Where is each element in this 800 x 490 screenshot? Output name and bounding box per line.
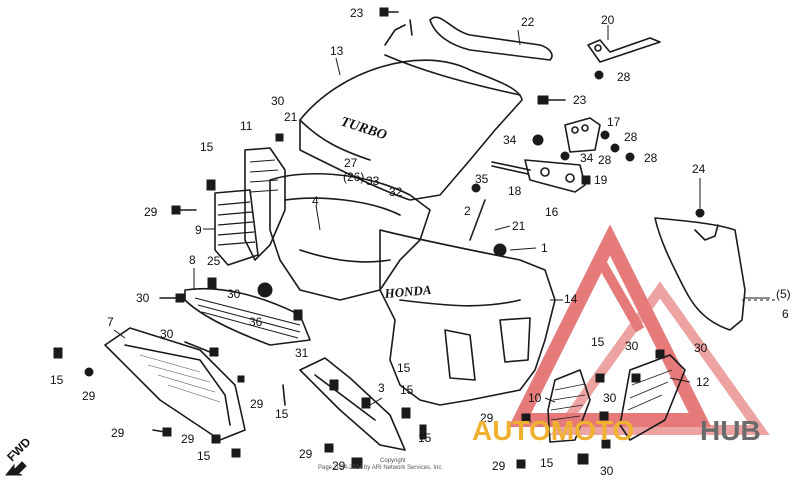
watermark-brand-right: HUB [700, 415, 761, 446]
callout-15: 15 [200, 140, 214, 154]
watermark-logo [508, 224, 770, 435]
copyright-line-2: Page 2004-2014 by ARI Network Services, … [318, 465, 443, 471]
watermark-brand-left: AUTOMOTO [472, 415, 634, 446]
callout-29: 29 [181, 432, 195, 446]
callout-29: 29 [299, 447, 313, 461]
callout-2: 2 [464, 204, 471, 218]
callout-30: 30 [603, 391, 617, 405]
callout-33: 33 [366, 174, 380, 188]
callout-7: 7 [107, 315, 114, 329]
part-19-bracket [524, 159, 586, 193]
callout-19: 19 [594, 173, 608, 187]
callout-30: 30 [160, 327, 174, 341]
callout-15: 15 [418, 431, 432, 445]
copyright-line-1: Copyright [380, 458, 406, 464]
callout-13: 13 [330, 44, 344, 58]
part-17-bracket [564, 117, 601, 153]
callout-35: 35 [475, 172, 489, 186]
callout-29: 29 [492, 459, 506, 473]
callout-15: 15 [50, 373, 64, 387]
part-18-rod [491, 161, 531, 175]
callout-15: 15 [540, 456, 554, 470]
part-4-inner-frame [269, 172, 431, 301]
part-13-upper-cowl: TURBO [299, 54, 523, 201]
callout-24: 24 [692, 162, 706, 176]
callout-10: 10 [528, 391, 542, 405]
callout-22: 22 [521, 15, 535, 29]
watermark-wordmark: AUTOMOTO HUB [472, 415, 761, 446]
hardware-fasteners [53, 7, 705, 469]
leader-lines [113, 25, 770, 406]
callout-20: 20 [601, 13, 615, 27]
callout-3: 3 [378, 381, 385, 395]
fwd-label: FWD [4, 435, 33, 464]
callout-15: 15 [591, 335, 605, 349]
callout-15: 15 [400, 383, 414, 397]
callout-25: 25 [207, 254, 221, 268]
part-7-undercover [104, 327, 246, 441]
honda-brand-label: HONDA [383, 282, 432, 301]
callout-26: (26) [343, 170, 364, 184]
callout-30: 30 [136, 291, 150, 305]
callout-27: 27 [344, 156, 358, 170]
callout-28: 28 [617, 70, 631, 84]
part-10-vent [547, 369, 591, 443]
callout-5: (5) [776, 287, 791, 301]
callout-23: 23 [573, 93, 587, 107]
callout-21: 21 [512, 219, 526, 233]
callout-9: 9 [195, 223, 202, 237]
callout-15: 15 [197, 449, 211, 463]
callout-30: 30 [271, 94, 285, 108]
callout-28: 28 [644, 151, 658, 165]
callout-17: 17 [607, 115, 621, 129]
callout-31: 31 [295, 346, 309, 360]
part-11-side-grille [244, 147, 286, 261]
callout-16: 16 [545, 205, 559, 219]
callout-29: 29 [250, 397, 264, 411]
callout-11: 11 [240, 119, 253, 133]
part-9-louvre [214, 189, 259, 266]
callout-12: 12 [696, 375, 710, 389]
part-22-strip [384, 16, 553, 61]
callout-8: 8 [189, 253, 196, 267]
callout-30: 30 [694, 341, 708, 355]
callout-15: 15 [397, 361, 411, 375]
callout-1: 1 [541, 241, 548, 255]
part-5-side-panel [654, 217, 775, 331]
callout-34: 34 [503, 133, 517, 147]
callout-29: 29 [144, 205, 158, 219]
callout-28: 28 [598, 153, 612, 167]
callout-6: 6 [782, 307, 789, 321]
callout-14: 14 [564, 292, 578, 306]
part-3-lower-panel [299, 357, 406, 451]
callout-4: 4 [312, 194, 319, 208]
part-20-bracket [587, 37, 661, 63]
copyright-notice: Copyright Page 2004-2014 by ARI Network … [318, 458, 443, 471]
callout-29: 29 [332, 459, 346, 473]
part-8-lower-grille [184, 287, 311, 346]
callout-29: 29 [480, 411, 494, 425]
callout-30: 30 [600, 464, 614, 478]
callout-29: 29 [82, 389, 96, 403]
callout-18: 18 [508, 184, 522, 198]
turbo-brand-label: TURBO [339, 115, 389, 144]
callout-21: 21 [284, 110, 298, 124]
callout-numbers: 23 22 20 13 28 23 30 21 17 11 34 28 15 3… [50, 6, 791, 478]
callout-28: 28 [624, 130, 638, 144]
callout-34: 34 [580, 151, 594, 165]
callout-30: 30 [227, 287, 241, 301]
callout-32: 32 [389, 185, 403, 199]
part-14-lower-cowl: HONDA [379, 229, 556, 406]
callout-29: 29 [111, 426, 125, 440]
callout-30: 30 [625, 339, 639, 353]
forward-direction-arrow: FWD [4, 435, 34, 476]
callout-36: 36 [249, 315, 263, 329]
callout-23: 23 [350, 6, 364, 20]
callout-15: 15 [275, 407, 289, 421]
